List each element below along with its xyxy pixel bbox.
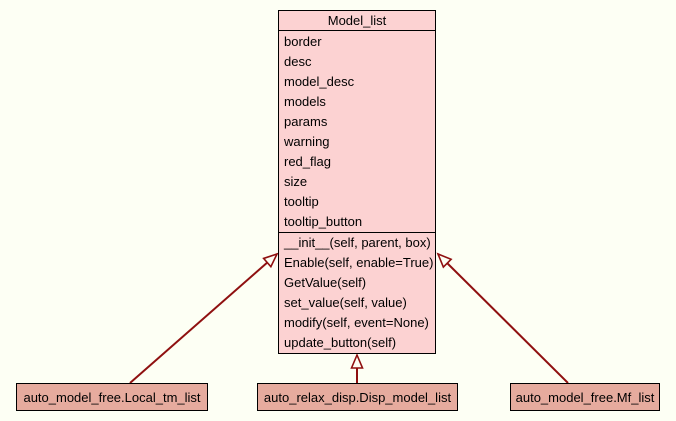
attribute-row: size [284, 174, 308, 190]
class-box-disp-model-list: auto_relax_disp.Disp_model_list [257, 383, 458, 411]
inheritance-arrow-local-tm-list [129, 252, 279, 384]
class-box-model-list: Model_list border desc model_desc models… [278, 10, 436, 354]
attribute-row: border [284, 33, 322, 49]
attribute-row: desc [284, 53, 312, 69]
attributes-compartment: border desc model_desc models params war… [279, 31, 435, 233]
subclass-label: auto_model_free.Local_tm_list [23, 389, 201, 405]
class-box-local-tm-list: auto_model_free.Local_tm_list [16, 383, 208, 411]
methods-compartment: __init__(self, parent, box) Enable(self,… [279, 233, 435, 352]
attribute-row: tooltip [284, 194, 319, 210]
subclass-label: auto_model_free.Mf_list [515, 389, 655, 405]
method-row: update_button(self) [284, 334, 397, 350]
inheritance-arrow-mf-list [436, 252, 569, 384]
class-title: Model_list [279, 11, 435, 31]
class-box-mf-list: auto_model_free.Mf_list [510, 383, 660, 411]
method-row: Enable(self, enable=True) [284, 255, 434, 271]
attribute-row: models [284, 93, 326, 109]
method-row: __init__(self, parent, box) [284, 235, 431, 251]
method-row: modify(self, event=None) [284, 315, 429, 330]
method-row: GetValue(self) [284, 275, 367, 291]
attribute-row: tooltip_button [284, 214, 363, 230]
subclass-label: auto_relax_disp.Disp_model_list [263, 389, 452, 405]
attribute-row: model_desc [284, 73, 355, 89]
attribute-row: warning [284, 134, 330, 150]
method-row: set_value(self, value) [284, 295, 407, 311]
attribute-row: params [284, 113, 328, 129]
attribute-row: red_flag [284, 154, 331, 170]
